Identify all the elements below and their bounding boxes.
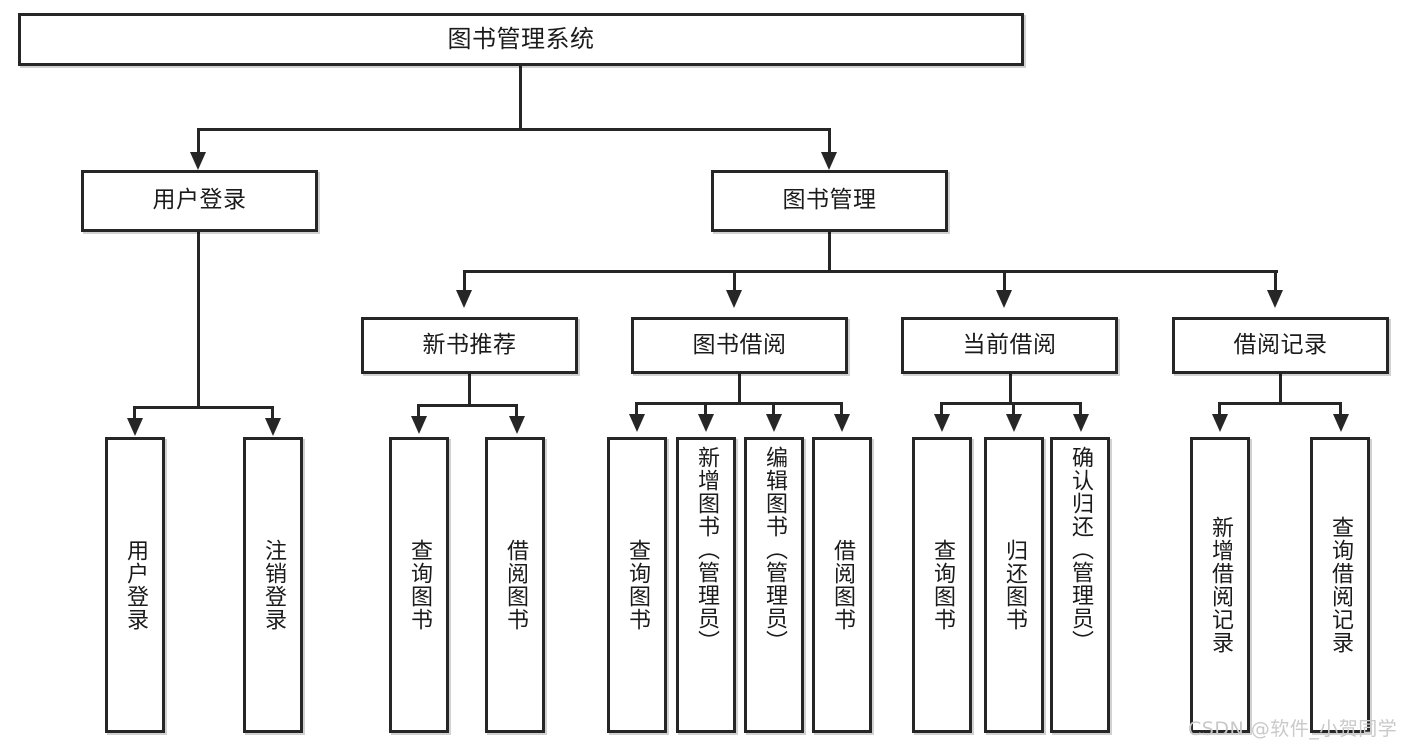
arrow-br-leaf-2 — [1333, 414, 1349, 432]
arrow-cb-leaf-1 — [934, 414, 950, 432]
connector-to-user-login — [197, 128, 200, 154]
leaf-add-borrow-record-label: 新增借阅记录 — [1207, 516, 1233, 654]
connector-bb-leaf-2 — [704, 402, 707, 416]
leaf-query-books-cb[interactable]: 查询图书 — [912, 437, 972, 733]
leaf-edit-book-admin-label: 编辑图书（管理员） — [761, 446, 787, 653]
connector-borrow-record-bus — [1218, 402, 1342, 405]
node-current-borrow-label: 当前借阅 — [962, 331, 1057, 358]
arrow-to-leaf-user-login — [127, 418, 143, 436]
leaf-return-books-label: 归还图书 — [1001, 539, 1027, 631]
arrow-to-leaf-logout — [265, 418, 281, 436]
connector-cb-leaf-1 — [940, 402, 943, 416]
leaf-add-book-admin-label: 新增图书（管理员） — [693, 446, 719, 653]
connector-to-borrow-record — [1274, 270, 1277, 292]
connector-to-book-borrow — [733, 270, 736, 292]
connector-current-borrow-bus — [940, 402, 1082, 405]
connector-nbr-leaf-1 — [417, 404, 420, 418]
leaf-query-borrow-record-label: 查询借阅记录 — [1327, 516, 1353, 654]
connector-user-login-bus — [133, 406, 273, 409]
connector-bb-leaf-1 — [635, 402, 638, 416]
leaf-add-book-admin[interactable]: 新增图书（管理员） — [676, 437, 736, 733]
connector-root-trunk — [519, 66, 522, 128]
connector-new-book-rec-trunk — [468, 374, 471, 406]
connector-level3-bus — [463, 270, 1278, 273]
connector-br-leaf-1 — [1218, 402, 1221, 416]
connector-new-book-rec-bus — [417, 404, 518, 407]
node-root-system[interactable]: 图书管理系统 — [18, 13, 1024, 66]
arrow-bb-leaf-4 — [834, 414, 850, 432]
leaf-borrow-books-bb-label: 借阅图书 — [829, 539, 855, 631]
leaf-query-books-cb-label: 查询图书 — [929, 539, 955, 631]
node-book-borrow[interactable]: 图书借阅 — [631, 317, 848, 374]
arrow-to-book-borrow — [726, 290, 742, 308]
node-borrow-record[interactable]: 借阅记录 — [1172, 317, 1389, 374]
node-book-management-label: 图书管理 — [782, 187, 877, 214]
node-root-system-label: 图书管理系统 — [447, 25, 595, 54]
arrow-cb-leaf-2 — [1006, 414, 1022, 432]
arrow-nbr-leaf-1 — [411, 416, 427, 434]
arrow-br-leaf-1 — [1212, 414, 1228, 432]
leaf-add-borrow-record[interactable]: 新增借阅记录 — [1190, 437, 1250, 733]
leaf-user-login[interactable]: 用户登录 — [105, 437, 165, 733]
connector-to-leaf-logout — [271, 406, 274, 420]
arrow-to-new-book-rec — [456, 290, 472, 308]
connector-to-current-borrow — [1003, 270, 1006, 292]
leaf-query-books-nbr-label: 查询图书 — [406, 539, 432, 631]
leaf-user-login-label: 用户登录 — [122, 539, 148, 631]
leaf-borrow-books-bb[interactable]: 借阅图书 — [812, 437, 872, 733]
leaf-query-borrow-record[interactable]: 查询借阅记录 — [1310, 437, 1370, 733]
connector-nbr-leaf-2 — [515, 404, 518, 418]
connector-to-book-mgmt — [828, 128, 831, 154]
leaf-query-books-nbr[interactable]: 查询图书 — [389, 437, 449, 733]
connector-borrow-record-trunk — [1279, 374, 1282, 404]
connector-bb-leaf-4 — [840, 402, 843, 416]
leaf-logout-label: 注销登录 — [260, 539, 286, 631]
connector-book-borrow-trunk — [738, 374, 741, 404]
node-new-book-recommend[interactable]: 新书推荐 — [361, 317, 578, 374]
connector-level2-bus — [197, 128, 831, 131]
leaf-edit-book-admin[interactable]: 编辑图书（管理员） — [744, 437, 804, 733]
connector-book-mgmt-trunk — [828, 232, 831, 270]
arrow-cb-leaf-3 — [1073, 414, 1089, 432]
arrow-to-book-mgmt — [821, 152, 837, 170]
leaf-query-books-bb-label: 查询图书 — [624, 539, 650, 631]
connector-to-leaf-user-login — [133, 406, 136, 420]
arrow-to-borrow-record — [1267, 290, 1283, 308]
arrow-nbr-leaf-2 — [509, 416, 525, 434]
arrow-bb-leaf-1 — [629, 414, 645, 432]
connector-book-borrow-bus — [635, 402, 843, 405]
connector-br-leaf-2 — [1339, 402, 1342, 416]
leaf-logout[interactable]: 注销登录 — [243, 437, 303, 733]
arrow-to-user-login — [190, 152, 206, 170]
leaf-confirm-return-admin-label: 确认归还（管理员） — [1067, 446, 1093, 653]
node-book-borrow-label: 图书借阅 — [692, 331, 787, 358]
arrow-to-current-borrow — [996, 290, 1012, 308]
arrow-bb-leaf-3 — [766, 414, 782, 432]
connector-to-new-book-rec — [463, 270, 466, 292]
leaf-query-books-bb[interactable]: 查询图书 — [607, 437, 667, 733]
leaf-borrow-books-nbr[interactable]: 借阅图书 — [485, 437, 545, 733]
connector-cb-leaf-2 — [1012, 402, 1015, 416]
connector-cb-leaf-3 — [1079, 402, 1082, 416]
node-user-login[interactable]: 用户登录 — [81, 170, 318, 232]
node-user-login-label: 用户登录 — [152, 187, 247, 214]
leaf-return-books[interactable]: 归还图书 — [984, 437, 1044, 733]
arrow-bb-leaf-2 — [698, 414, 714, 432]
connector-user-login-trunk — [197, 232, 200, 406]
connector-current-borrow-trunk — [1009, 374, 1012, 404]
node-current-borrow[interactable]: 当前借阅 — [901, 317, 1118, 374]
node-new-book-recommend-label: 新书推荐 — [422, 331, 517, 358]
leaf-borrow-books-nbr-label: 借阅图书 — [502, 539, 528, 631]
node-book-management[interactable]: 图书管理 — [711, 170, 948, 232]
leaf-confirm-return-admin[interactable]: 确认归还（管理员） — [1050, 437, 1110, 733]
node-borrow-record-label: 借阅记录 — [1233, 331, 1328, 358]
connector-bb-leaf-3 — [772, 402, 775, 416]
